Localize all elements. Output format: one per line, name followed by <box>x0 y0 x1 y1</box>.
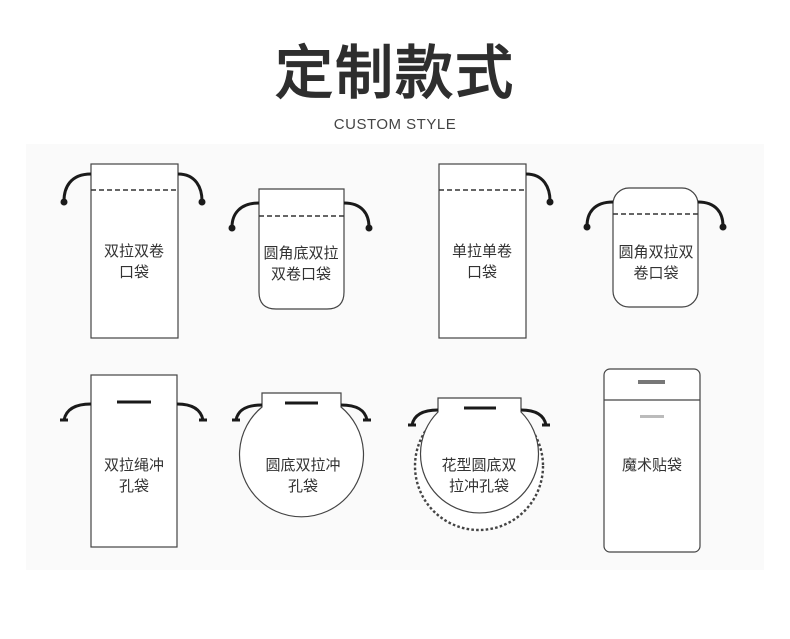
drawstring-left <box>62 172 92 202</box>
style-label-4: 圆角双拉双卷口袋 <box>618 243 694 282</box>
bag-outline <box>90 374 178 548</box>
drawstring-left <box>62 402 92 421</box>
cord-knot <box>198 198 206 206</box>
style-label-1: 双拉双卷口袋 <box>103 242 164 281</box>
style-label-6: 圆底双拉冲孔袋 <box>265 456 341 495</box>
drawstring-right <box>176 402 205 421</box>
bag-outline <box>603 368 701 553</box>
velcro-strip-light <box>640 415 664 418</box>
cord-knot <box>365 224 373 232</box>
drawstring-right <box>525 172 552 202</box>
drawstring-right <box>520 408 548 426</box>
bag-flower-round-bottom-punch-hole <box>408 397 550 532</box>
bag-outline <box>90 163 179 339</box>
page-subtitle: CUSTOM STYLE <box>333 116 457 133</box>
velcro-strip-dark <box>638 380 665 384</box>
bag-single-pull-single-roll <box>438 163 554 339</box>
bag-outline <box>438 163 527 339</box>
cord-knot <box>719 223 727 231</box>
bag-round-bottom-double-pull-roll <box>228 188 373 310</box>
drawstring-left <box>234 403 263 421</box>
style-label-5: 双拉绳冲孔袋 <box>103 456 164 495</box>
drawstring-left <box>230 201 260 228</box>
style-label-8: 魔术贴袋 <box>621 456 682 474</box>
bag-outline <box>612 187 699 308</box>
bag-round-corner-double-pull-roll <box>583 187 727 308</box>
drawstring-right <box>340 403 369 421</box>
drawstring-right <box>697 200 725 227</box>
drawstring-right <box>343 201 371 228</box>
drawstring-left <box>585 200 614 227</box>
bag-outline <box>258 188 345 310</box>
bag-round-bottom-punch-hole <box>232 392 371 518</box>
cord-knot <box>546 198 554 206</box>
page-title: 定制款式 <box>274 39 515 107</box>
drawstring-right <box>177 172 204 202</box>
cord-knot <box>60 198 68 206</box>
bag-outline <box>238 392 365 518</box>
style-label-2: 圆角底双拉双卷口袋 <box>263 244 339 283</box>
cord-knot <box>583 223 591 231</box>
cord-knot <box>228 224 236 232</box>
style-label-3: 单拉单卷口袋 <box>451 242 512 281</box>
drawstring-left <box>410 408 439 426</box>
bag-double-pull-double-roll <box>60 163 206 339</box>
bag-double-pull-punch-hole <box>60 374 207 548</box>
style-label-7: 花型圆底双拉冲孔袋 <box>441 456 517 495</box>
bag-outline <box>419 397 540 514</box>
bag-velcro <box>603 368 701 553</box>
